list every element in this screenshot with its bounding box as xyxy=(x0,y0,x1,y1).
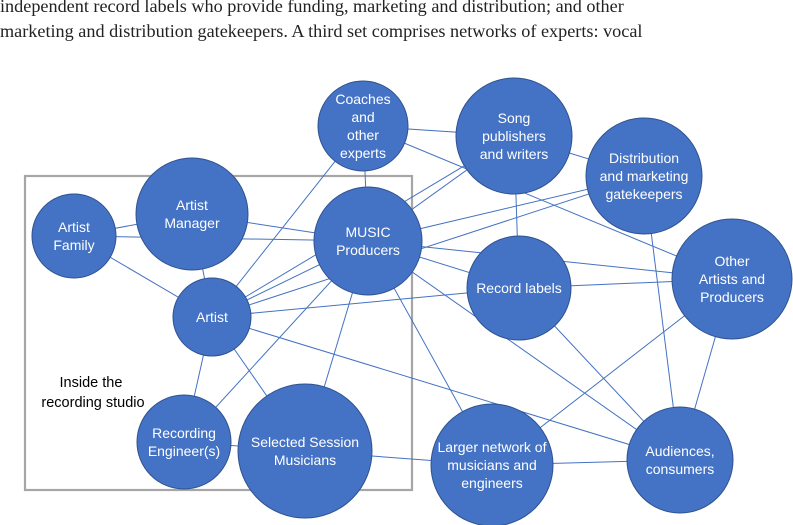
node-label-line: Artist xyxy=(176,197,208,213)
node-label-larger-network: Larger network of musicians and engineers xyxy=(438,439,547,491)
node-label-line: Artists and xyxy=(699,271,765,287)
node-label-song-publishers: Song publishers and writers xyxy=(480,110,548,162)
node-song-publishers: Song publishers and writers xyxy=(455,77,573,195)
node-record-labels: Record labels xyxy=(466,235,572,341)
node-label-music-producers: MUSIC Producers xyxy=(336,224,400,258)
node-circle-coaches xyxy=(317,80,409,172)
node-label-line: and writers xyxy=(480,146,548,162)
node-label-line: Song xyxy=(498,110,531,126)
node-label-line: Audiences, xyxy=(645,443,714,459)
paragraph-line: independent record labels who provide fu… xyxy=(0,0,624,16)
node-label-line: engineers xyxy=(461,475,523,491)
edge-coaches-to-other-artists xyxy=(362,125,733,280)
node-label-line: publishers xyxy=(482,128,546,144)
node-label-line: Family xyxy=(53,237,94,253)
paragraph-line: marketing and distribution gatekeepers. … xyxy=(0,21,643,41)
node-label-coaches: Coaches and other experts xyxy=(335,91,390,161)
node-circle-record-labels xyxy=(466,235,572,341)
node-label-line: gatekeepers xyxy=(605,186,682,202)
node-label-line: and xyxy=(351,109,374,125)
node-label-audiences: Audiences, consumers xyxy=(645,443,714,477)
node-circle-audiences xyxy=(626,406,734,514)
node-coaches: Coaches and other experts xyxy=(317,80,409,172)
edge-artist-to-audiences xyxy=(211,316,681,461)
node-label-record-labels: Record labels xyxy=(476,280,562,296)
node-larger-network: Larger network of musicians and engineers xyxy=(430,403,554,525)
studio-label-line: recording studio xyxy=(41,395,144,411)
node-label-artist: Artist xyxy=(196,309,228,325)
node-label-line: Distribution xyxy=(609,150,679,166)
node-artist: Artist xyxy=(172,277,252,357)
node-circle-larger-network xyxy=(430,403,554,525)
studio-label: Inside the recording studio xyxy=(41,375,144,411)
node-circle-other-artists xyxy=(671,218,793,340)
node-label-line: Producers xyxy=(700,289,764,305)
node-label-line: Coaches xyxy=(335,91,390,107)
node-label-line: Selected Session xyxy=(251,434,359,450)
node-audiences: Audiences, consumers xyxy=(626,406,734,514)
node-circle-session-musicians xyxy=(237,383,373,519)
node-label-line: experts xyxy=(340,145,386,161)
node-circle-recording-engineers xyxy=(136,394,232,490)
node-label-line: Musicians xyxy=(274,452,336,468)
body-paragraph: independent record labels who provide fu… xyxy=(0,0,793,44)
node-label-line: Manager xyxy=(164,215,220,231)
node-circle-artist xyxy=(172,277,252,357)
node-label-line: other xyxy=(347,127,379,143)
node-label-distribution: Distribution and marketing gatekeepers xyxy=(600,150,689,202)
studio-label-line: Inside the xyxy=(60,375,123,391)
node-circle-music-producers xyxy=(313,186,423,296)
node-label-line: Artist xyxy=(58,219,90,235)
node-label-line: musicians and xyxy=(447,457,537,473)
node-label-line: Record labels xyxy=(476,280,562,296)
node-circle-artist-manager xyxy=(135,157,249,271)
node-label-line: Artist xyxy=(196,309,228,325)
node-label-line: Recording xyxy=(152,425,216,441)
node-label-line: Larger network of xyxy=(438,439,547,455)
node-circle-song-publishers xyxy=(455,77,573,195)
node-circle-distribution xyxy=(585,117,703,235)
node-label-line: consumers xyxy=(646,461,714,477)
node-layer: Coaches and other experts Song publishers and … xyxy=(31,77,793,525)
node-circle-artist-family xyxy=(31,193,117,279)
node-label-line: Other xyxy=(714,253,749,269)
edge-distribution-to-artist xyxy=(211,175,645,318)
node-label-line: and marketing xyxy=(600,168,689,184)
node-label-line: Producers xyxy=(336,242,400,258)
node-distribution: Distribution and marketing gatekeepers xyxy=(585,117,703,235)
edge-music-producers-to-audiences xyxy=(367,240,681,461)
node-music-producers: MUSIC Producers xyxy=(313,186,423,296)
node-label-line: Engineer(s) xyxy=(148,443,220,459)
node-label-line: MUSIC xyxy=(345,224,390,240)
